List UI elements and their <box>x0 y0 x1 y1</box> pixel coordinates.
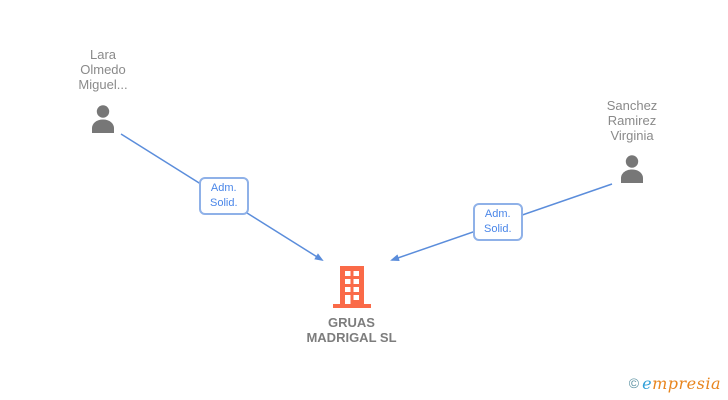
edge-label-adm-solid: Adm. Solid. <box>199 177 249 215</box>
person-icon <box>616 153 648 185</box>
node-company-gruas-madrigal[interactable]: GRUAS MADRIGAL SL <box>291 266 412 345</box>
copyright-icon: © <box>628 375 640 391</box>
empresia-logo[interactable]: ©empresia <box>629 374 721 394</box>
person-name: Sanchez Ramirez Virginia <box>606 98 658 143</box>
person-name: Lara Olmedo Miguel... <box>78 47 128 92</box>
brand-first-letter: e <box>642 374 653 393</box>
brand-rest: mpresia <box>652 374 721 393</box>
company-name: GRUAS MADRIGAL SL <box>306 315 397 345</box>
building-icon <box>332 266 371 308</box>
person-icon <box>87 103 119 135</box>
node-person-sanchez-ramirez[interactable]: Sanchez Ramirez Virginia <box>570 98 694 190</box>
node-person-lara-olmedo[interactable]: Lara Olmedo Miguel... <box>40 47 166 140</box>
edge-label-adm-solid: Adm. Solid. <box>473 203 523 241</box>
